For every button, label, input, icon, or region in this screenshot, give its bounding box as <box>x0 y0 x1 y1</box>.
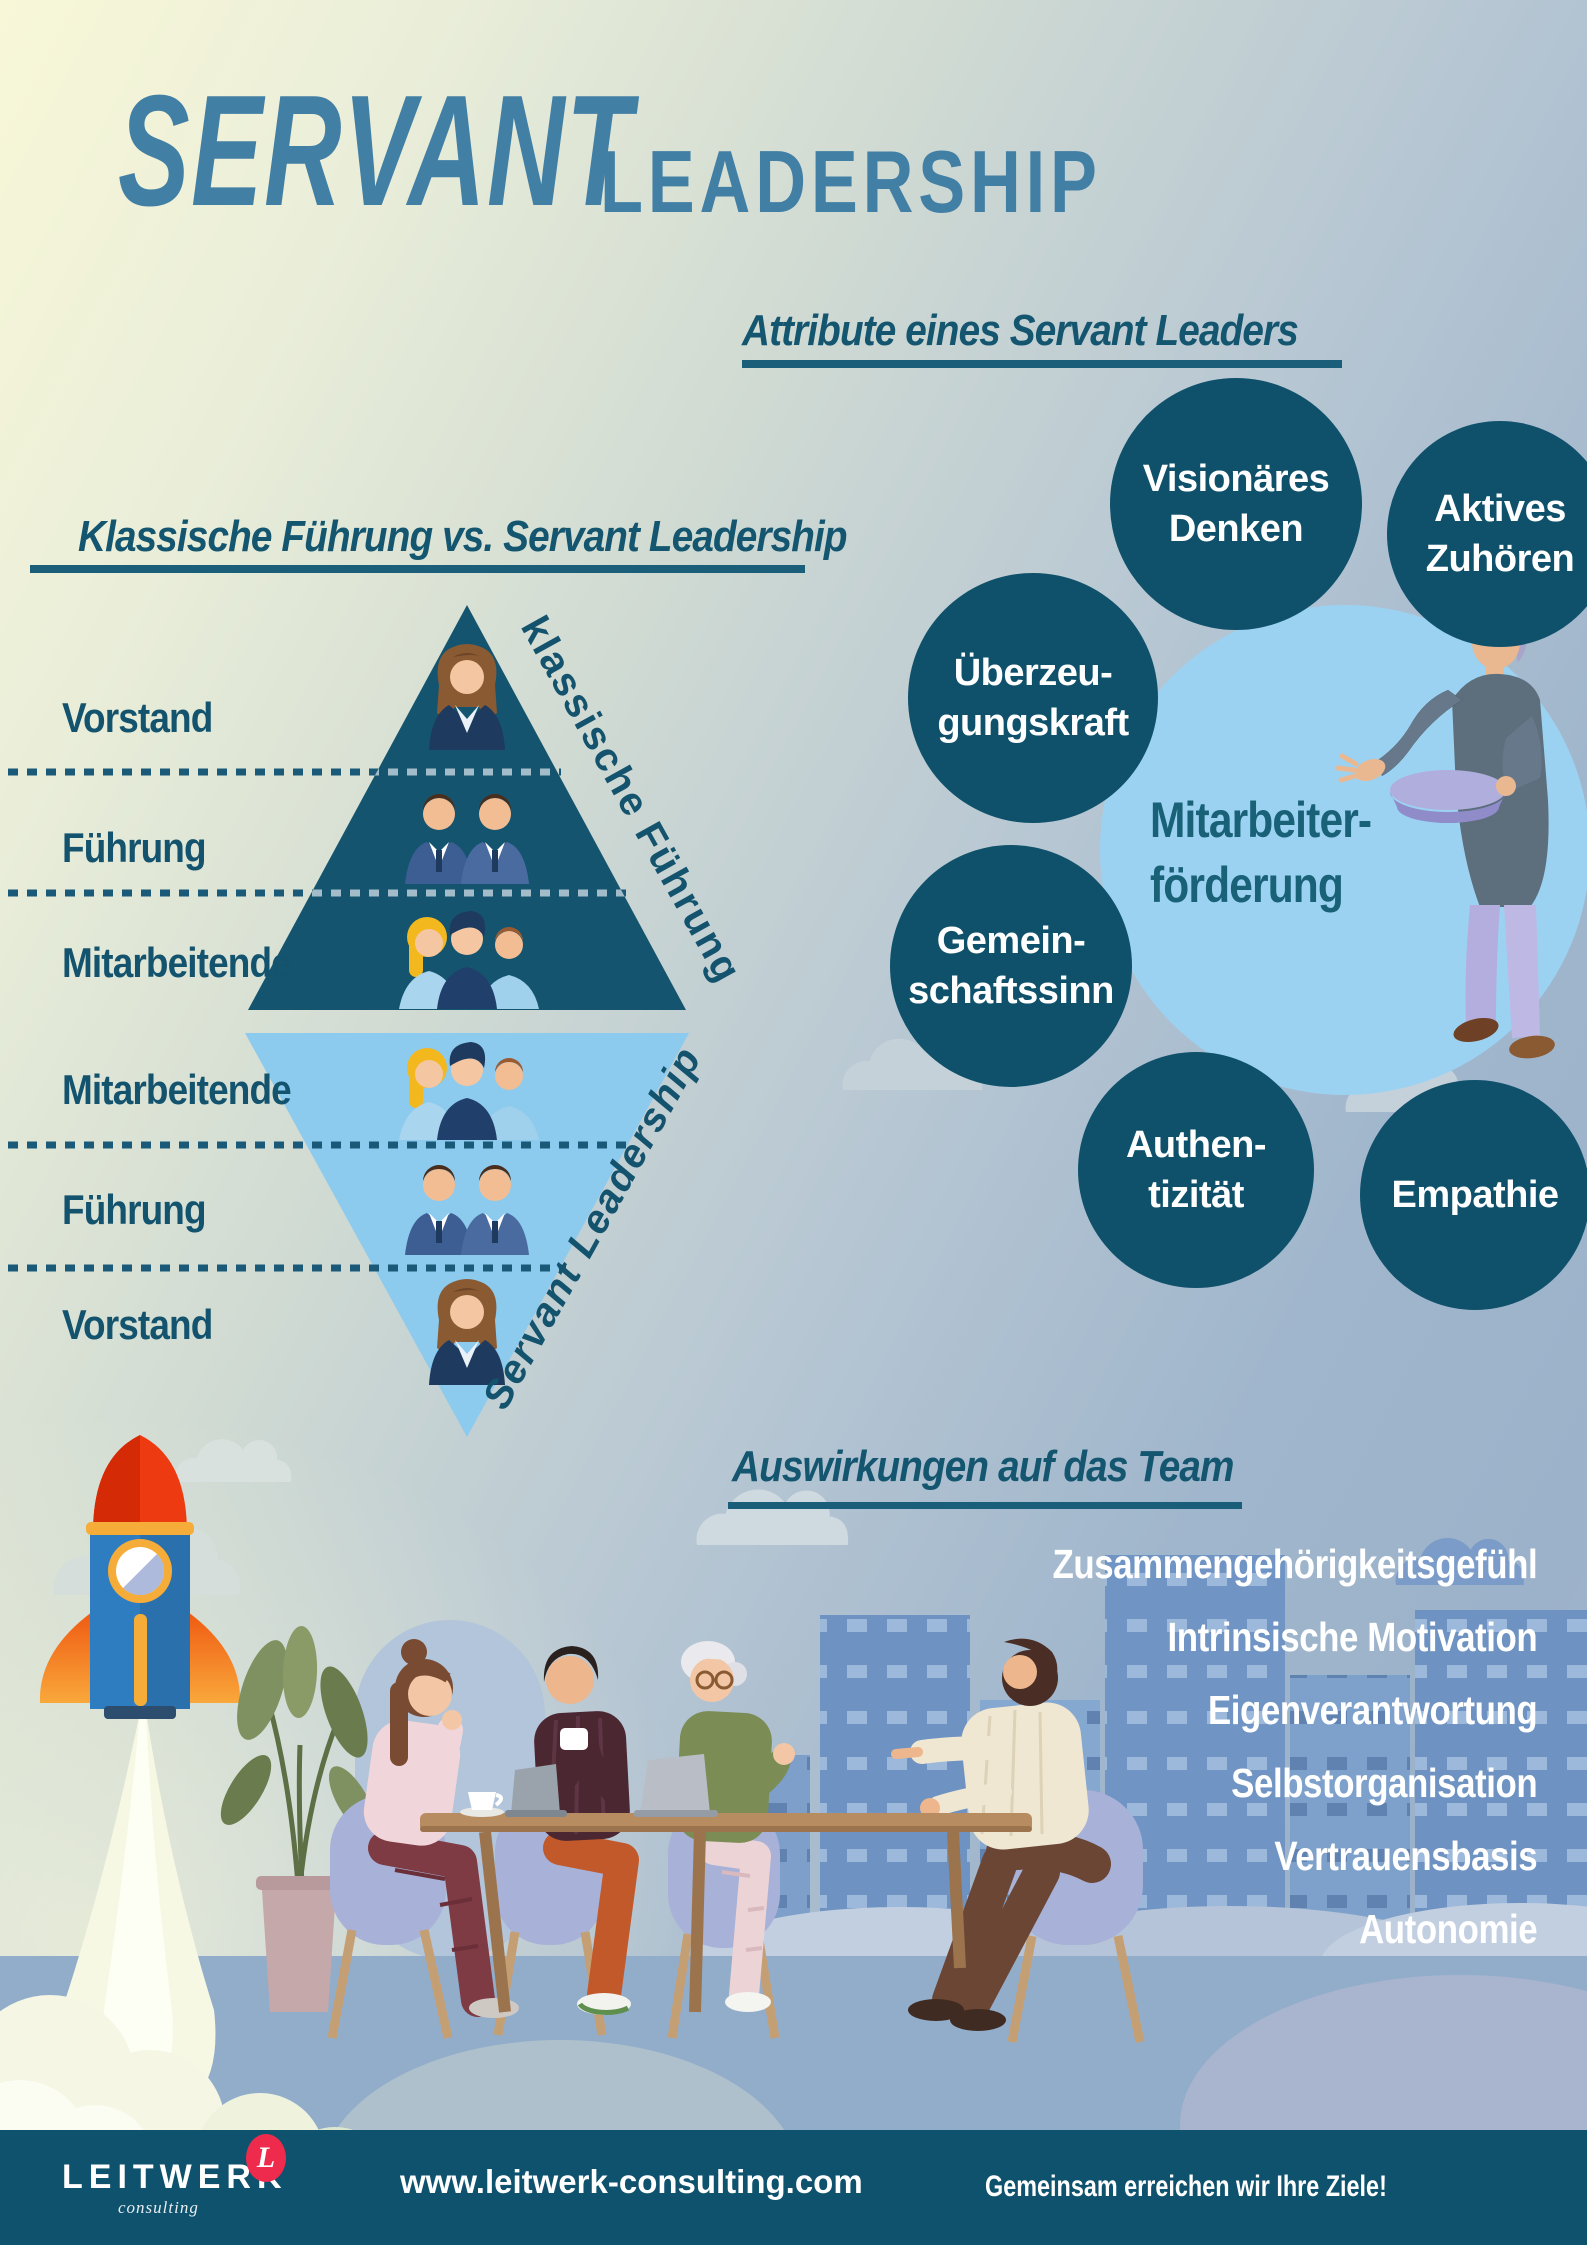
brand-badge-icon: L <box>246 2134 286 2182</box>
attribute-bubble-empathie: Empathie <box>1360 1080 1587 1310</box>
footer-website[interactable]: www.leitwerk-consulting.com <box>400 2163 863 2200</box>
effect-item: Selbstorganisation <box>1230 1760 1537 1806</box>
meeting-table <box>420 1813 1032 2013</box>
effects-heading: Auswirkungen auf das Team <box>732 1442 1234 1491</box>
attribute-center-line2: förderung <box>1150 857 1344 913</box>
footer-tagline: Gemeinsam erreichen wir Ihre Ziele! <box>985 2170 1387 2203</box>
title-primary: SERVANT <box>118 63 633 239</box>
dotted-separators-light <box>248 768 627 897</box>
classic-level-fuehrung: Führung <box>62 824 207 871</box>
attribute-bubble-authentizitaet: Authen- tizität <box>1078 1052 1314 1288</box>
effects-list: Zusammengehörigkeitsgefühl Intrinsische … <box>1052 1528 1537 1966</box>
attribute-center-line1: Mitarbeiter- <box>1150 792 1372 848</box>
classic-level-mitarbeitende: Mitarbeitende <box>62 939 292 986</box>
coffee-cup-icon <box>460 1792 504 1817</box>
laptop-icon <box>505 1754 718 1817</box>
comparison-heading-underline <box>30 565 805 573</box>
classic-level-vorstand: Vorstand <box>62 694 213 741</box>
title-secondary: LEADERSHIP <box>600 132 1102 231</box>
classic-board-avatar <box>429 644 505 750</box>
attribute-bubble-gemeinschaftssinn: Gemein- schaftssinn <box>890 845 1132 1087</box>
effect-item: Autonomie <box>1358 1906 1538 1952</box>
attribute-bubble-aktives-zuhoeren: Aktives Zuhören <box>1387 421 1587 647</box>
plant-icon <box>220 1626 376 2012</box>
effect-item: Zusammengehörigkeitsgefühl <box>1052 1541 1537 1587</box>
servant-level-vorstand: Vorstand <box>62 1301 213 1348</box>
bottom-illustration <box>0 1435 1145 2133</box>
effect-item: Intrinsische Motivation <box>1167 1614 1537 1660</box>
classic-pyramid-triangle <box>248 605 686 1010</box>
effects-heading-underline <box>728 1502 1242 1509</box>
attribute-center-label: Mitarbeiter- förderung <box>1150 788 1372 918</box>
servant-level-fuehrung: Führung <box>62 1186 207 1233</box>
attribute-bubble-visionaeres-denken: Visionäres Denken <box>1110 378 1362 630</box>
smoke-clouds <box>0 1995 360 2133</box>
brand-sub-label: consulting <box>118 2198 199 2217</box>
attribute-bubble-ueberzeugungskraft: Überzeu- gungskraft <box>908 573 1158 823</box>
brand-logo: LEITWERK <box>62 2158 288 2196</box>
attributes-heading: Attribute eines Servant Leaders <box>742 306 1299 355</box>
pyramid-diagram: klassische Führung Servant Leadership <box>8 605 750 1437</box>
effect-item: Eigenverantwortung <box>1207 1687 1538 1733</box>
effect-item: Vertrauensbasis <box>1274 1833 1537 1879</box>
servant-level-mitarbeitende: Mitarbeitende <box>62 1066 292 1113</box>
comparison-heading: Klassische Führung vs. Servant Leadershi… <box>78 512 848 561</box>
attributes-heading-underline <box>742 360 1342 368</box>
